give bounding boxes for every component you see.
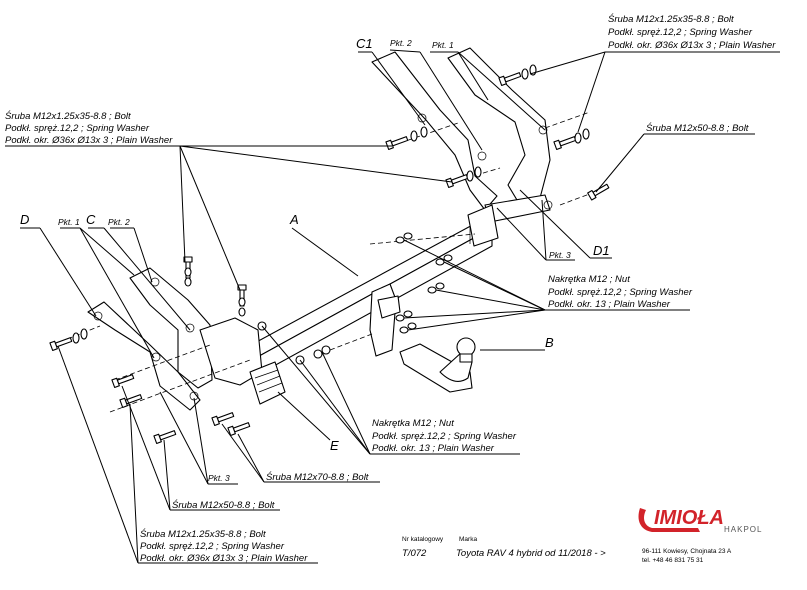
imiola-logo: IMIOŁA HAKPOL [638,507,762,534]
svg-text:Podkł. spręż.12,2 ; Spring Was: Podkł. spręż.12,2 ; Spring Washer [5,123,150,134]
socket-plate-part [249,361,286,405]
bolt-icon [49,72,610,445]
label-pkt1-top: Pkt. 1 [432,40,454,50]
callout-nut-right: Nakrętka M12 ; Nut Podkł. spręż.12,2 ; S… [548,274,693,310]
assembly-line [399,122,459,144]
label-pkt2-left: Pkt. 2 [108,217,130,227]
label-pkt2-top: Pkt. 2 [390,38,412,48]
assembly-line [329,333,373,351]
svg-text:Śruba M12x50-8.8 ; Bolt: Śruba M12x50-8.8 ; Bolt [646,122,749,134]
label-d: D [20,212,29,227]
callout-right-bolt: Śruba M12x50-8.8 ; Bolt [646,122,749,134]
assembly-line [109,359,251,413]
callout-nut-center: Nakrętka M12 ; Nut Podkł. spręż.12,2 ; S… [372,418,517,454]
assembly-line [59,325,101,343]
ball-mount-plate-part [369,283,401,357]
washer-icon [72,64,590,365]
label-b: B [545,335,554,350]
svg-text:Śruba M12x70-8.8 ; Bolt: Śruba M12x70-8.8 ; Bolt [266,471,369,483]
crossbar-part [237,221,493,379]
company-phone: tel. +48 46 831 75 31 [642,557,704,564]
svg-text:IMIOŁA: IMIOŁA [654,507,724,529]
svg-text:Śruba M12x50-8.8 ; Bolt: Śruba M12x50-8.8 ; Bolt [172,499,275,511]
svg-text:Śruba M12x1.25x35-8.8 ; Bolt: Śruba M12x1.25x35-8.8 ; Bolt [5,110,131,122]
svg-text:Nakrętka M12 ; Nut: Nakrętka M12 ; Nut [372,418,454,429]
catalog-number: T/072 [402,548,427,559]
svg-text:HAKPOL: HAKPOL [724,525,762,534]
svg-text:Nakrętka M12 ; Nut: Nakrętka M12 ; Nut [548,274,630,285]
label-e: E [330,438,339,453]
label-c: C [86,212,96,227]
svg-text:Podkł. spręż.12,2 ; Spring Was: Podkł. spręż.12,2 ; Spring Washer [608,27,753,38]
catalog-label: Nr katalogowy [402,536,444,543]
leader-lines [5,49,780,564]
callout-bottom-left-bolt: Śruba M12x1.25x35-8.8 ; Bolt Podkł. sprę… [140,528,308,564]
company-address: 96-111 Kowiesy, Chojnata 23 A [642,548,732,555]
svg-text:Podkł. okr. 13 ; Plain Washer: Podkł. okr. 13 ; Plain Washer [372,443,495,454]
right-bracket-part [371,47,553,247]
svg-text:Podkł. spręż.12,2 ; Spring Was: Podkł. spręż.12,2 ; Spring Washer [372,431,517,442]
callout-top-right-bolt: Śruba M12x1.25x35-8.8 ; Bolt Podkł. sprę… [608,13,776,51]
svg-text:Śruba M12x1.25x35-8.8 ; Bolt: Śruba M12x1.25x35-8.8 ; Bolt [608,13,734,25]
svg-text:Podkł. okr. Ø36x Ø13x 3 ; Pla: Podkł. okr. Ø36x Ø13x 3 ; Plain Washer [140,553,308,564]
assembly-line [114,344,211,381]
label-a: A [289,212,299,227]
callout-bolt-m12x50-left: Śruba M12x50-8.8 ; Bolt [172,499,275,511]
callout-top-left-bolt: Śruba M12x1.25x35-8.8 ; Bolt Podkł. sprę… [5,110,173,146]
assembly-line [544,111,591,129]
svg-text:Podkł. okr. Ø36x Ø13x 3 ; Pla: Podkł. okr. Ø36x Ø13x 3 ; Plain Washer [608,40,776,51]
label-pkt3-bottom: Pkt. 3 [208,473,230,483]
label-pkt1-left: Pkt. 1 [58,217,80,227]
label-c1: C1 [356,36,373,51]
brand-label: Marka [459,536,477,543]
svg-text:Podkł. okr. 13 ; Plain Washer: Podkł. okr. 13 ; Plain Washer [548,299,671,310]
left-bracket-part [87,267,263,411]
callout-bolt-m12x70: Śruba M12x70-8.8 ; Bolt [266,471,369,483]
svg-text:Podkł. okr. Ø36x Ø13x 3 ; Pla: Podkł. okr. Ø36x Ø13x 3 ; Plain Washer [5,135,173,146]
svg-text:Śruba M12x1.25x35-8.8 ; Bolt: Śruba M12x1.25x35-8.8 ; Bolt [140,528,266,540]
label-pkt3-right: Pkt. 3 [549,250,571,260]
svg-text:Podkł. spręż.12,2 ; Spring Was: Podkł. spręż.12,2 ; Spring Washer [548,287,693,298]
tow-ball-part [399,337,476,393]
vehicle-name: Toyota RAV 4 hybrid od 11/2018 - > [456,548,606,559]
assembly-line [369,233,476,245]
svg-text:Podkł. spręż.12,2 ; Spring Was: Podkł. spręż.12,2 ; Spring Washer [140,541,285,552]
label-d1: D1 [593,243,610,258]
